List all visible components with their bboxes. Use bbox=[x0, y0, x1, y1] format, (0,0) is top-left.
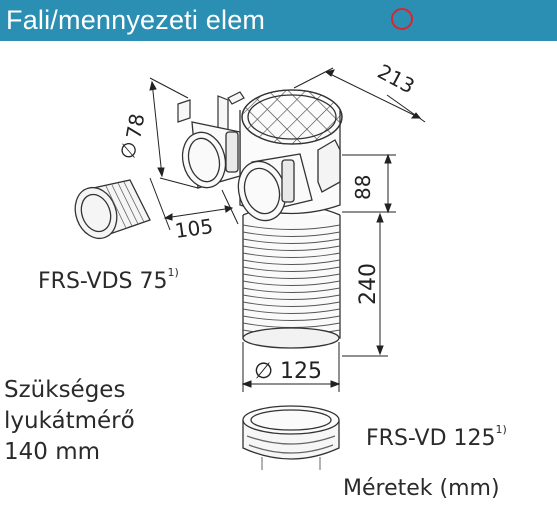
dimension-lines bbox=[149, 67, 426, 392]
title-bar: Fali/mennyezeti elem bbox=[0, 0, 557, 41]
dim-78-symbol: ∅ bbox=[115, 140, 142, 161]
dim-125-symbol: ∅ bbox=[254, 359, 273, 384]
technical-drawing: 213 ∅ 78 105 88 240 ∅ 125 bbox=[74, 59, 426, 470]
dim-125: 125 bbox=[280, 359, 322, 384]
adapter-small bbox=[74, 179, 151, 240]
main-body bbox=[242, 204, 341, 349]
page-title: Fali/mennyezeti elem bbox=[6, 5, 266, 35]
adapter-large-label: FRS-VD 1251) bbox=[366, 423, 507, 451]
note-line-2: lyukátmérő bbox=[4, 408, 135, 434]
adapter-large bbox=[242, 405, 340, 470]
dim-88: 88 bbox=[351, 175, 375, 200]
note-line-3: 140 mm bbox=[4, 439, 101, 465]
adapter-small-label: FRS-VDS 751) bbox=[38, 266, 179, 294]
dim-213: 213 bbox=[374, 59, 419, 98]
dimension-texts: 213 ∅ 78 105 88 240 ∅ 125 bbox=[115, 59, 418, 384]
dim-240: 240 bbox=[356, 263, 381, 305]
dim-105: 105 bbox=[173, 214, 214, 243]
units-note: Méretek (mm) bbox=[343, 476, 500, 501]
outlet-pipe-left bbox=[181, 121, 241, 189]
outlet-pipe-front bbox=[237, 153, 313, 222]
corrugation-lines bbox=[242, 224, 341, 335]
dim-78: 78 bbox=[121, 112, 149, 141]
circle-marker-icon bbox=[391, 8, 413, 30]
hole-size-note: Szükséges lyukátmérő 140 mm bbox=[4, 375, 135, 468]
note-line-1: Szükséges bbox=[4, 377, 126, 403]
